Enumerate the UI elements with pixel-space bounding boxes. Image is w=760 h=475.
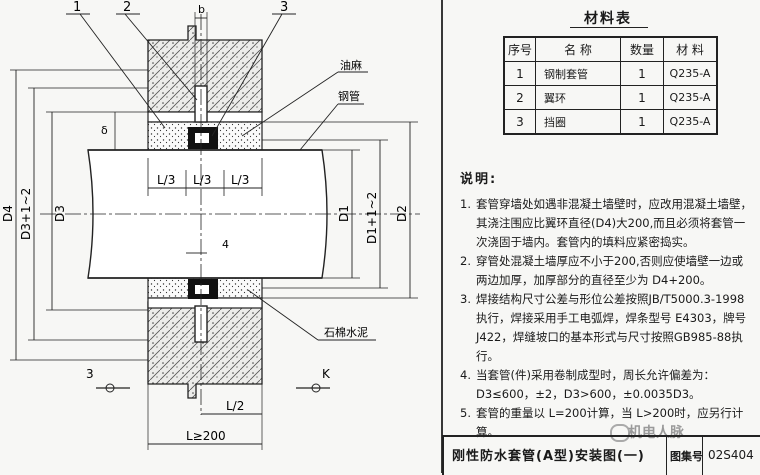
note-item: 2. 穿管处混凝土墙厚应不小于200,否则应使墙壁一边或两边加厚，加厚部分的直径… [460, 252, 752, 290]
row-qty: 1 [620, 85, 664, 110]
dim-d1-range: D1+1~2 [365, 192, 379, 244]
title-block: 刚性防水套管(A型)安装图(一) 图集号 02S404 [442, 435, 760, 475]
title-block-divider [666, 437, 667, 475]
row-qty: 1 [620, 109, 664, 135]
note-item: 1. 套管穿墙处如遇非混凝土墙壁时，应改用混凝土墙壁，其浇注围应比翼环直径(D4… [460, 195, 752, 252]
dim-l3-right: L/3 [231, 173, 249, 187]
note-number: 5. [460, 406, 471, 420]
label-oil-hemp: 油麻 [340, 58, 362, 72]
row-name: 翼环 [535, 85, 621, 110]
note-text: 套管穿墙处如遇非混凝土墙壁时，应改用混凝土墙壁，其浇注围应比翼环直径(D4)大2… [476, 197, 752, 249]
header-name: 名 称 [535, 36, 621, 62]
dim-d4: D4 [1, 205, 15, 222]
dim-l-min: L≥200 [186, 429, 226, 443]
note-item: 4. 当套管(件)采用卷制成型时，周长允许偏差为：D3≤600，±2，D3>60… [460, 366, 752, 404]
part-label-2: 2 [123, 0, 131, 15]
dim-b: b [198, 3, 205, 16]
dim-d3-range: D3+1~2 [19, 188, 33, 240]
note-item: 3. 焊接结构尺寸公差与形位公差按照JB/T5000.3-1998执行，焊接采用… [460, 290, 752, 366]
section-label-right: K [322, 367, 331, 381]
section-label-left: 3 [86, 367, 94, 381]
note-text: 焊接结构尺寸公差与形位公差按照JB/T5000.3-1998执行，焊接采用手工电… [476, 292, 747, 363]
row-name: 挡圈 [535, 109, 621, 135]
materials-title: 材料表 [584, 11, 632, 27]
dim-l3-left: L/3 [157, 173, 175, 187]
wall-bottom [147, 301, 263, 399]
dim-d1: D1 [337, 205, 351, 222]
materials-title-rule [570, 27, 648, 28]
note-text: 穿管处混凝土墙厚应不小于200,否则应使墙壁一边或两边加厚，加厚部分的直径至少为… [476, 254, 744, 287]
table-row: 2 翼环 1 Q235-A [503, 85, 718, 110]
notes-section: 说明: 1. 套管穿墙处如遇非混凝土墙壁时，应改用混凝土墙壁，其浇注围应比翼环直… [460, 170, 752, 442]
label-asbestos-cement: 石棉水泥 [324, 325, 368, 339]
header-no: 序号 [503, 36, 536, 62]
dim-4: 4 [222, 238, 229, 251]
drawing-number: 02S404 [708, 448, 754, 462]
row-material: Q235-A [663, 109, 718, 135]
header-material: 材 料 [663, 36, 718, 62]
dim-delta: δ [101, 124, 108, 137]
header-qty: 数量 [620, 36, 664, 62]
table-row: 1 钢制套管 1 Q235-A [503, 61, 718, 86]
row-name: 钢制套管 [535, 61, 621, 86]
title-block-divider [702, 437, 703, 475]
part-label-3: 3 [280, 0, 288, 15]
dim-d3: D3 [53, 205, 67, 222]
row-material: Q235-A [663, 61, 718, 86]
dim-l2: L/2 [226, 399, 244, 413]
note-number: 4. [460, 368, 471, 382]
note-number: 3. [460, 292, 471, 306]
note-number: 2. [460, 254, 471, 268]
notes-heading: 说明: [460, 172, 498, 187]
table-header-row: 序号 名 称 数量 材 料 [503, 36, 718, 62]
row-no: 2 [503, 85, 536, 110]
row-no: 1 [503, 61, 536, 86]
wechat-icon [610, 424, 630, 442]
row-material: Q235-A [663, 85, 718, 110]
dim-d2: D2 [395, 205, 409, 222]
drawing-title: 刚性防水套管(A型)安装图(一) [452, 449, 645, 464]
dim-l3-mid: L/3 [193, 173, 211, 187]
drawing-number-label: 图集号 [670, 450, 703, 463]
watermark: 机电人脉 [628, 425, 684, 441]
row-qty: 1 [620, 61, 664, 86]
note-text: 当套管(件)采用卷制成型时，周长允许偏差为：D3≤600，±2，D3>600，±… [476, 368, 715, 401]
note-number: 1. [460, 197, 471, 211]
row-no: 3 [503, 109, 536, 135]
materials-table: 序号 名 称 数量 材 料 1 钢制套管 1 Q235-A 2 翼环 1 Q23… [503, 36, 718, 135]
label-steel-pipe: 钢管 [338, 89, 360, 103]
table-row: 3 挡圈 1 Q235-A [503, 109, 718, 135]
part-label-1: 1 [73, 0, 81, 15]
